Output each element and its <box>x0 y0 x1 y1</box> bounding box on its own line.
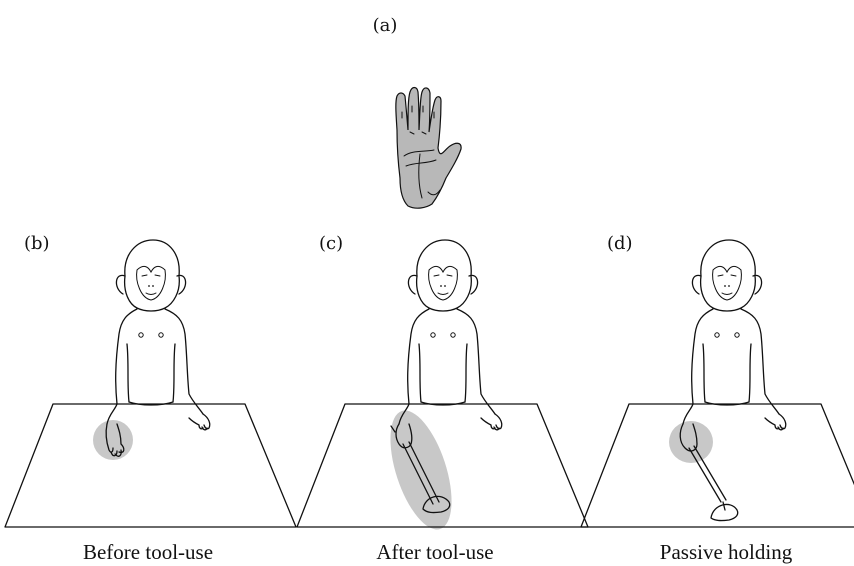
panel-d-caption: Passive holding <box>660 540 793 564</box>
panel-c-caption: After tool-use <box>376 540 493 564</box>
monkey-icon <box>399 240 502 430</box>
panel-d-scene <box>581 240 854 527</box>
panel-a-label: (a) <box>373 15 398 36</box>
receptive-field-icon <box>93 420 133 460</box>
hand-receptive-field-icon <box>396 88 461 209</box>
monkey-icon <box>107 240 210 430</box>
panel-b-label: (b) <box>24 233 50 254</box>
receptive-field-icon <box>669 421 713 463</box>
receptive-field-icon <box>378 403 464 536</box>
panel-d-label: (d) <box>607 233 633 254</box>
table-icon <box>5 404 296 527</box>
monkey-icon <box>683 240 786 430</box>
panel-c-scene <box>297 240 588 537</box>
panel-b-caption: Before tool-use <box>83 540 213 564</box>
panel-b-scene <box>5 240 296 527</box>
panel-c-label: (c) <box>319 233 343 254</box>
table-icon <box>581 404 854 527</box>
